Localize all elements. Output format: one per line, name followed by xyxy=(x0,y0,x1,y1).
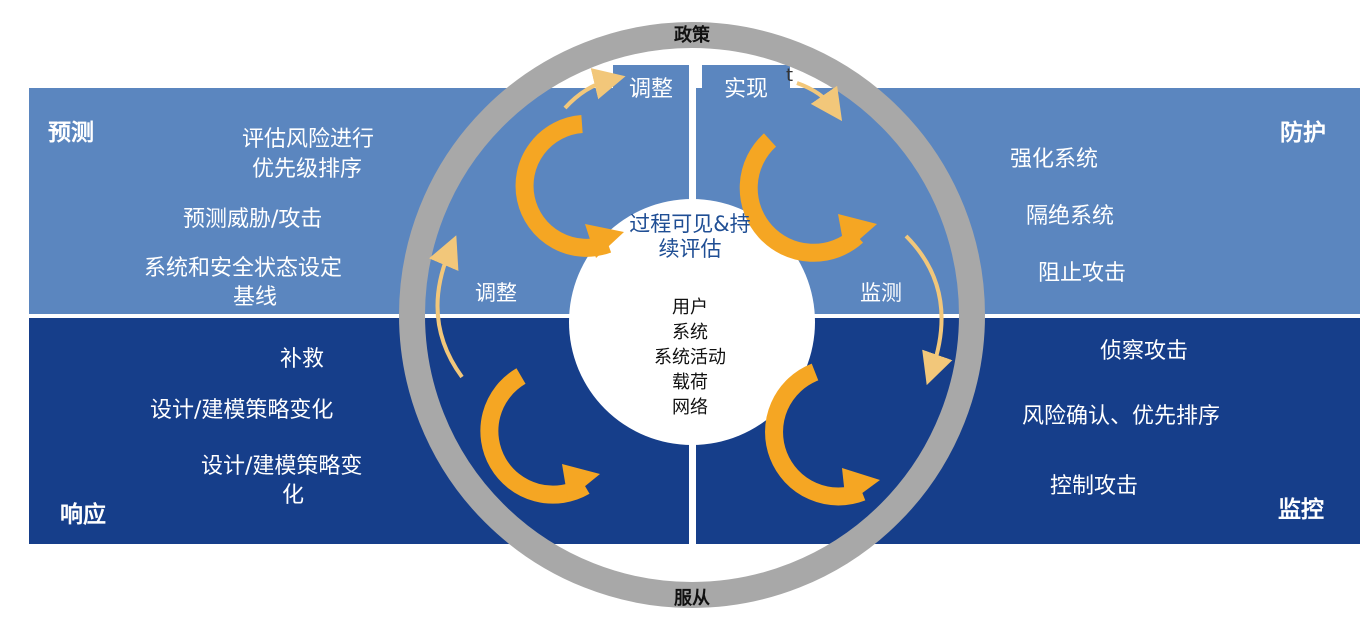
cycle-label-adjust: 调整 xyxy=(475,281,517,305)
center-item: 网络 xyxy=(672,397,708,418)
ring-label-compliance: 服从 xyxy=(674,588,710,609)
protect-item: 阻止攻击 xyxy=(1038,261,1127,286)
protect-item: 隔绝系统 xyxy=(1026,204,1115,229)
predict-item: 系统和安全状态设定 xyxy=(144,256,343,281)
heading-predict: 预测 xyxy=(48,120,94,146)
connector-arrow-top-left xyxy=(563,68,626,110)
tab-adjust: 调整 xyxy=(613,65,689,115)
protect-item: 强化系统 xyxy=(1010,147,1099,172)
monitor-item: 控制攻击 xyxy=(1050,474,1139,499)
cycle-arrow-br xyxy=(765,363,880,506)
predict-item: 评估风险进行 xyxy=(242,127,375,152)
connector-arrow-left xyxy=(428,235,464,379)
center-title-line: 续评估 xyxy=(658,237,722,261)
center-item: 系统 xyxy=(672,322,708,343)
respond-item: 设计/建模策略变 xyxy=(201,454,363,479)
connector-arrow-right xyxy=(904,234,953,386)
predict-item: 优先级排序 xyxy=(252,157,363,182)
respond-item: 化 xyxy=(282,483,305,508)
connector-arrow-top-right xyxy=(796,81,843,122)
respond-item: 设计/建模策略变化 xyxy=(150,398,334,423)
center-item: 系统活动 xyxy=(654,347,726,368)
center-item: 用户 xyxy=(672,297,708,318)
monitor-item: 风险确认、优先排序 xyxy=(1022,404,1221,429)
predict-item: 基线 xyxy=(233,285,278,310)
quadrant-protect xyxy=(696,88,1360,314)
cycle-arrow-tr xyxy=(739,133,877,262)
center-title-line: 过程可见&持 xyxy=(629,212,751,236)
monitor-item: 侦察攻击 xyxy=(1100,339,1189,364)
center-circle xyxy=(569,199,815,445)
center-title: 过程可见&持 续评估 xyxy=(610,212,770,262)
tab-implement: 实现 xyxy=(702,65,790,115)
respond-item: 补救 xyxy=(280,347,325,372)
center-item: 载荷 xyxy=(672,372,708,393)
ring-label-policy: 政策 xyxy=(674,25,710,46)
tab-fragment: t xyxy=(786,65,794,86)
heading-monitor: 监控 xyxy=(1278,497,1324,523)
heading-protect: 防护 xyxy=(1280,120,1326,146)
heading-respond: 响应 xyxy=(60,502,106,528)
policy-ring xyxy=(399,22,985,608)
center-items: 用户 系统 系统活动 载荷 网络 xyxy=(620,295,760,420)
cycle-label-monitor: 监测 xyxy=(860,281,902,305)
predict-item: 预测威胁/攻击 xyxy=(183,207,323,232)
cycle-arrow-bl xyxy=(480,368,600,504)
cycle-arrow-tl xyxy=(515,115,624,258)
